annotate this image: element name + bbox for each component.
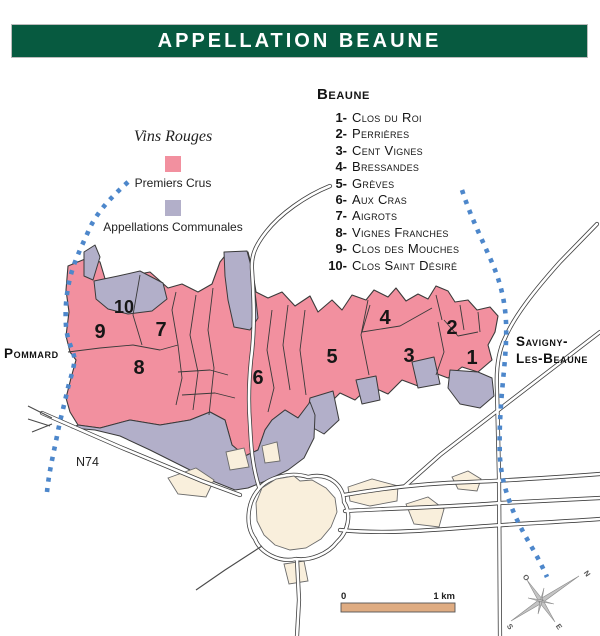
scale-km-label: 1 km [433,591,455,602]
road-savigny [494,221,600,636]
road-southwest [195,545,263,591]
parcel-boundaries [67,274,481,416]
list-item: 3- Cent Vignes [317,143,459,159]
item-number: 5- [335,175,347,191]
savigny-label: Savigny- Les-Beaune [516,333,588,367]
legend-heading: Vins Rouges [133,128,213,145]
crus-list: Beaune 1- Clos du Roi 2- Perrières 3- Cent … [317,86,459,274]
item-number: 6- [335,192,347,208]
item-number: 7- [335,208,347,224]
premiers-crus-swatch [165,156,181,172]
savigny-label-line2: Les-Beaune [516,351,589,366]
beaune-town-core [255,475,338,551]
boundary-east-dots [459,189,550,578]
compass-o: O [521,573,532,583]
item-name: Perrières [352,126,410,142]
title-bar: APPELLATION BEAUNE [11,24,588,58]
region-1-label: 1 [466,347,477,369]
compass-n: N [582,569,592,579]
region-8-label: 8 [133,357,144,379]
crus-list-heading: Beaune [317,86,370,103]
list-item: 2- Perrières [317,126,459,142]
item-number: 1- [335,110,347,125]
item-number: 10- [328,257,347,273]
compass-e: E [554,622,564,631]
list-item: 4- Bressandes [317,159,459,175]
page-title: APPELLATION BEAUNE [157,29,442,52]
item-number: 4- [335,159,347,175]
compass-rose [510,575,580,623]
communale-patch-10 [93,270,168,315]
list-item: 6- Aux Cras [317,192,459,208]
region-number-labels: 1 2 3 4 5 6 7 8 9 10 [94,297,477,389]
item-number: 2- [335,126,347,142]
list-item: 7- Aigrots [317,208,459,224]
list-item: 9- Clos des Mouches [317,241,459,257]
item-name: Bressandes [352,159,420,175]
premiers-crus-label: Premiers Crus [134,176,212,190]
item-name: Clos Saint Désiré [352,257,458,273]
compass-letters: N O S E [505,569,592,631]
region-6-label: 6 [252,367,263,389]
item-name: Cent Vignes [352,142,423,158]
region-2-label: 2 [446,317,457,339]
communale-patch [411,356,441,389]
road-n74-label: N74 [76,455,99,469]
region-9-label: 9 [94,321,105,343]
road-network [27,183,600,636]
region-7-label: 7 [155,319,166,341]
communale-patch [83,244,101,281]
communale-patch [355,375,381,405]
item-number: 3- [335,142,347,158]
pommard-label: Pommard [4,346,59,361]
appellations-communales-label: Appellations Communales [103,220,243,234]
scale-zero-label: 0 [341,591,346,602]
list-item: 10- Clos Saint Désiré [317,258,459,274]
region-3-label: 3 [403,345,414,367]
region-10-label: 10 [114,297,134,317]
item-name: Clos des Mouches [352,241,460,257]
savigny-label-line1: Savigny- [516,334,569,349]
road-fork [27,405,53,433]
item-name: Grèves [352,175,395,191]
list-item: 8- Vignes Franches [317,225,459,241]
item-number: 9- [335,241,347,257]
item-name: Clos du Roi [352,110,422,125]
communale-patch [447,369,495,409]
list-item: 5- Grèves [317,176,459,192]
item-name: Aux Cras [352,192,408,208]
list-item: 1- Clos du Roi [317,110,459,126]
item-name: Aigrots [352,208,398,224]
region-4-label: 4 [379,307,391,329]
compass-s: S [505,622,515,631]
item-name: Vignes Franches [352,224,449,240]
boundary-west-dots [44,180,130,493]
appellations-communales-swatch [165,200,181,216]
region-5-label: 5 [326,346,337,368]
item-number: 8- [335,224,347,240]
legend: Vins Rouges Premiers Crus Appellations C… [78,128,268,234]
scale-bar: 0 1 km [340,591,456,613]
